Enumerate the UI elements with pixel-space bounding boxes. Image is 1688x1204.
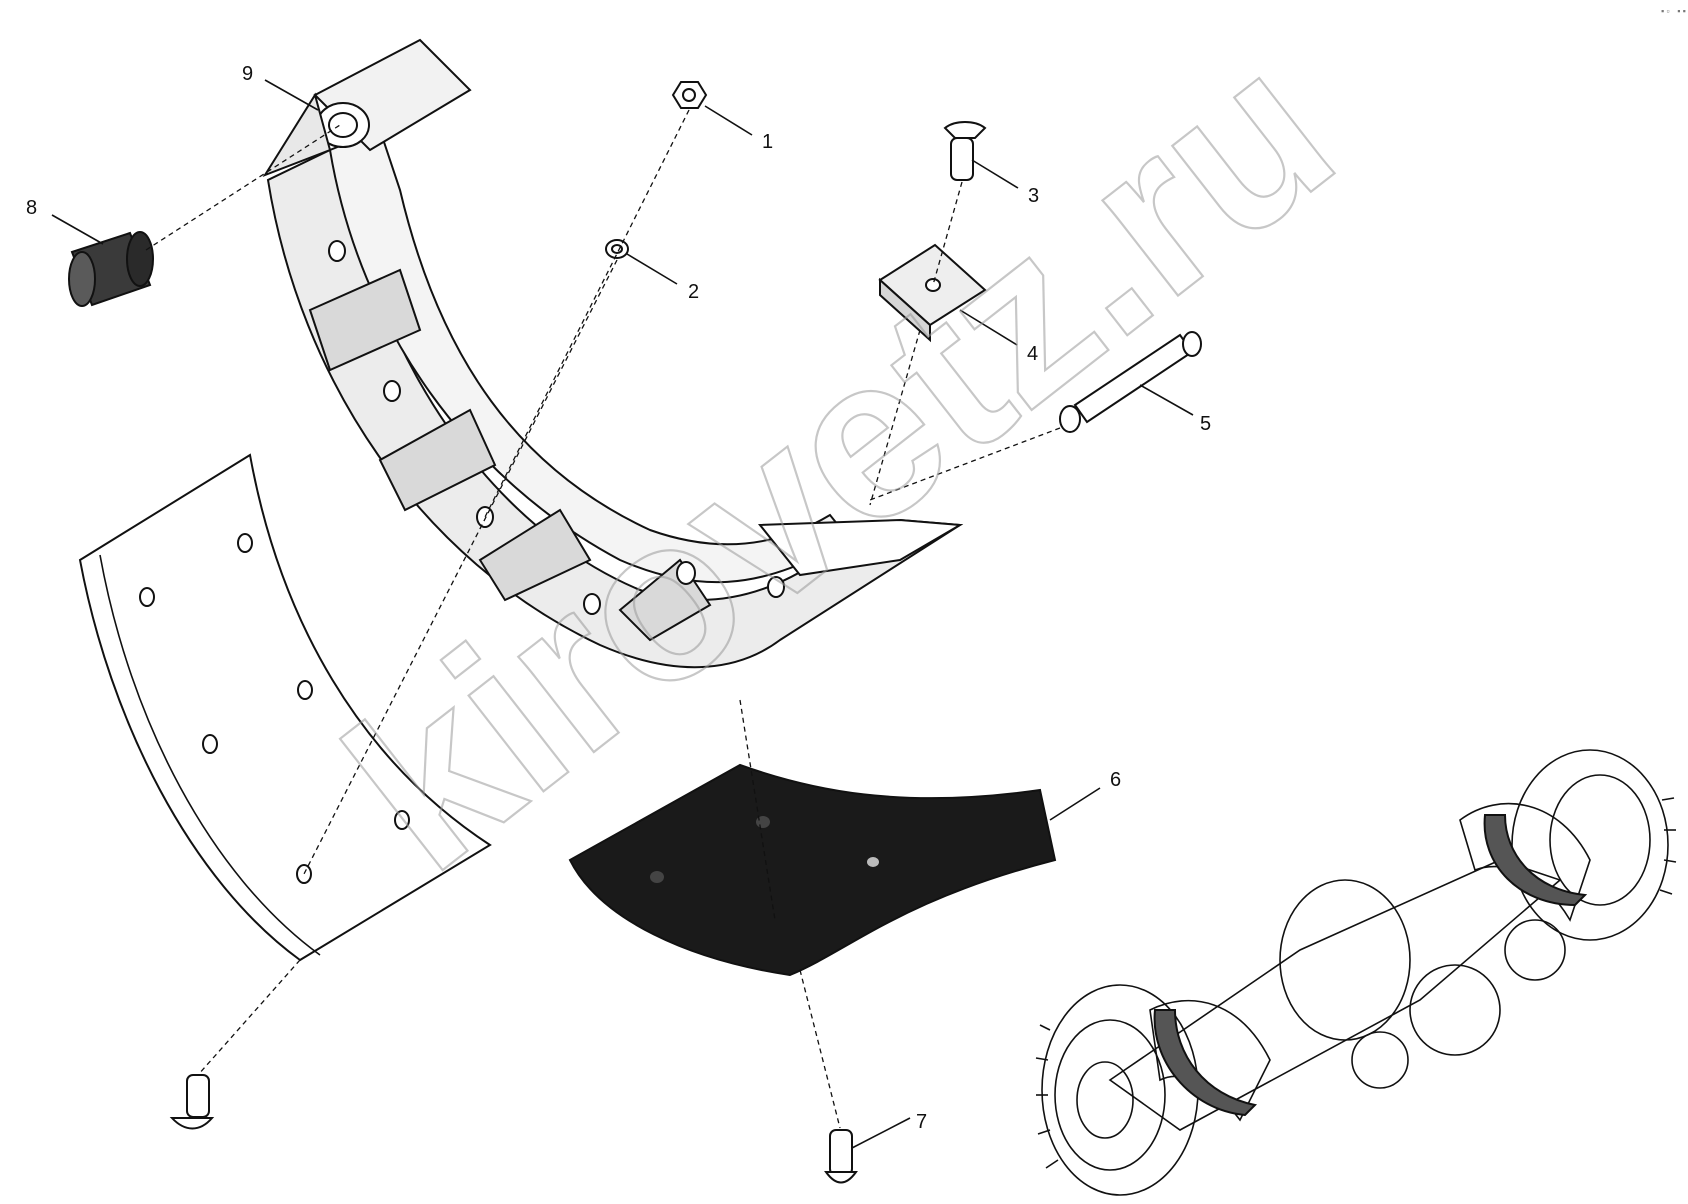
bushing [68,231,154,307]
brake-lining-dark [568,763,1057,977]
rivet-top [943,121,987,181]
callout-1: 1 [762,131,773,153]
assembly-lines [145,109,1061,1129]
callout-5: 5 [1200,413,1211,435]
brake-lining [78,453,492,962]
brake-shoe [262,38,964,669]
callout-3: 3 [1028,185,1039,207]
callout-4: 4 [1027,343,1038,365]
washer [605,239,629,259]
callout-8: 8 [26,197,37,219]
callout-7: 7 [916,1111,927,1133]
callout-leaders [51,79,1194,1149]
nut [671,81,708,109]
corner-mark: ▪▫ ▪▪ [1660,7,1687,17]
rivet-bottom-right [824,1129,858,1184]
rivet-bottom-left [169,1074,215,1130]
axle-pin [1059,331,1202,433]
callout-2: 2 [688,281,699,303]
axle-assembly-view [1035,749,1677,1196]
callout-6: 6 [1110,769,1121,791]
clip [878,243,987,343]
callout-9: 9 [242,63,253,85]
